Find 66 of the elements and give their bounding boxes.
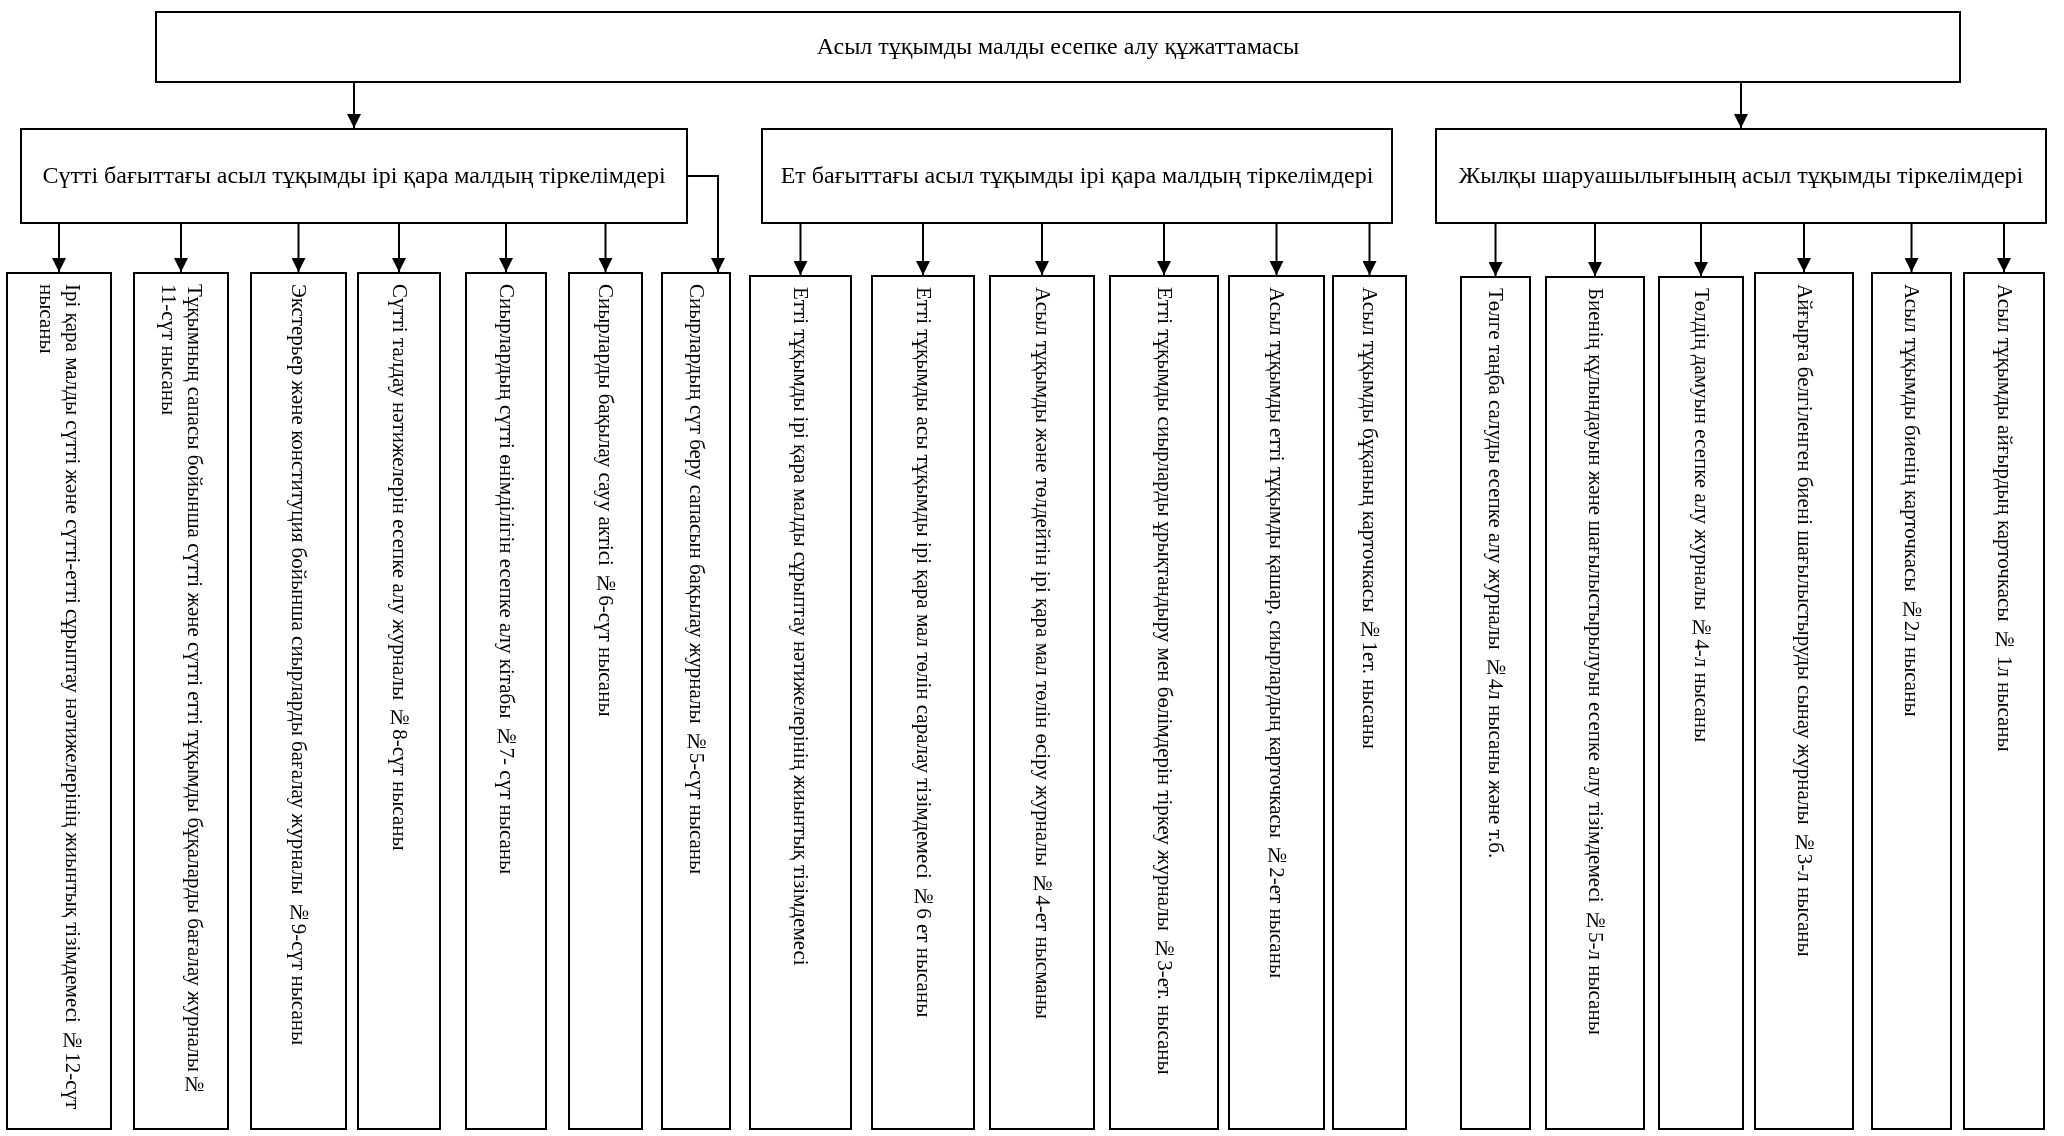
- form-box: [1545, 276, 1645, 1130]
- form-box: [133, 272, 229, 1130]
- box-label: Етті тұқымды ірі қара малды сұрыптау нәтижелерінің жиынтық тізімдемесі: [788, 287, 814, 968]
- form-box: [1460, 276, 1531, 1130]
- arrow: [1797, 223, 1811, 273]
- category-box: [20, 128, 688, 224]
- arrow: [1734, 82, 1748, 129]
- box-label: Сиырларды бақылау сауу актісі №6-сүт нысаны: [593, 284, 619, 719]
- box-label: Асыл тұқымды және төлдейтін ірі қара мал төлін өсіру журналы №4-ет нысманы: [1029, 287, 1055, 1021]
- box-label: Асыл тұқымды айғырдың карточкасы № 1л нысаны: [1991, 284, 2017, 754]
- box-label: Сүтті талдау нәтижелерін есепке алу журналы №8-сүт нысаны: [386, 284, 412, 853]
- box-label: Төлге таңба салуды есепке алу журналы №4л нысаны және т.б.: [1483, 288, 1509, 861]
- arrow: [174, 223, 188, 273]
- arrow: [1588, 223, 1602, 277]
- arrow: [598, 223, 613, 273]
- form-box: [568, 272, 643, 1130]
- box-label: Сиырлардың сүт беру сапасын бақылау журналы №5-сүт нысаны: [683, 284, 709, 877]
- form-box: [1109, 275, 1219, 1130]
- arrow: [916, 223, 930, 276]
- box-label: Төлдің дамуын есепке алу журналы №4-л нысаны: [1688, 288, 1714, 745]
- box-label: Асыл тұқымды етті тұқымды қашар, сиырлардың карточкасы №2-ет нысаны: [1264, 287, 1290, 980]
- box-label: Етті тұқымды асы тұқымды ірі қара мал төлін саралау тізімдемесі №6 ет нысаны: [910, 287, 936, 1020]
- form-box: [1228, 275, 1325, 1130]
- form-box: [1658, 276, 1744, 1130]
- box-label: Асыл тұқымды малды есепке алу құжаттамасы: [816, 32, 1300, 62]
- arrow: [1269, 223, 1284, 276]
- box-label: Экстерьер және конституция бойынша сиырларды бағалау журналы №9-сүт нысаны: [286, 284, 312, 1048]
- form-box: [1754, 272, 1854, 1130]
- box-label: Етті тұқымды сиырларды ұрықтандыру мен бөлімдерін тіркеу журналы №3-ет. нысаны: [1151, 287, 1177, 1077]
- box-label: Айғырға белгіленген биені шағылыстыруды сынау журналы №3-л нысаны: [1791, 284, 1817, 959]
- arrow: [1157, 223, 1171, 276]
- category-box: [1435, 128, 2047, 224]
- box-label: Биенің құлындауын және шағылыстырылуын есепке алу тізімдемесі №5-л нысаны: [1582, 288, 1608, 1037]
- form-box: [749, 275, 852, 1130]
- arrow: [1904, 223, 1919, 273]
- form-box: [250, 272, 347, 1130]
- form-box: [661, 272, 731, 1130]
- box-label: Жылқы шаруашылығының асыл тұқымды тіркелімдері: [1458, 161, 2024, 191]
- arrow: [1997, 223, 2011, 273]
- arrow: [499, 223, 513, 273]
- arrow: [1694, 223, 1708, 277]
- root-box: [155, 11, 1961, 83]
- arrow: [1035, 223, 1049, 276]
- arrow: [1488, 223, 1503, 277]
- form-box: [1963, 272, 2045, 1130]
- form-box: [871, 275, 975, 1130]
- form-box: [1332, 275, 1407, 1130]
- form-box: [357, 272, 441, 1130]
- form-box: [1871, 272, 1952, 1130]
- box-label: Сиырлардың сүтті өнімділігін есепке алу кітабы №7- сүт нысаны: [493, 284, 519, 877]
- box-label: Сүтті бағыттағы асыл тұқымды ірі қара малдың тіркелімдері: [42, 161, 666, 191]
- form-box: [465, 272, 547, 1130]
- arrow: [52, 223, 66, 273]
- form-box: [6, 272, 112, 1130]
- form-box: [989, 275, 1095, 1130]
- arrow: [347, 82, 361, 129]
- box-label: Ет бағыттағы асыл тұқымды ірі қара малдың тіркелімдері: [780, 161, 1374, 191]
- box-label: Асыл тұқымды бұқаның карточкасы №1ет. нысаны: [1357, 287, 1383, 751]
- arrow: [392, 223, 406, 273]
- arrow: [793, 223, 808, 276]
- box-label: Асыл тұқымды биенің карточкасы №2л нысаны: [1899, 284, 1925, 719]
- box-label: Ірі қара малды сүтті және сүтті-етті сұрыптау нәтижелерінің жиынтық тізімдемесі №12-сүт нысаны: [34, 284, 85, 1112]
- arrow: [1362, 223, 1377, 276]
- category-box: [761, 128, 1393, 224]
- arrow: [687, 175, 725, 273]
- arrow: [291, 223, 306, 273]
